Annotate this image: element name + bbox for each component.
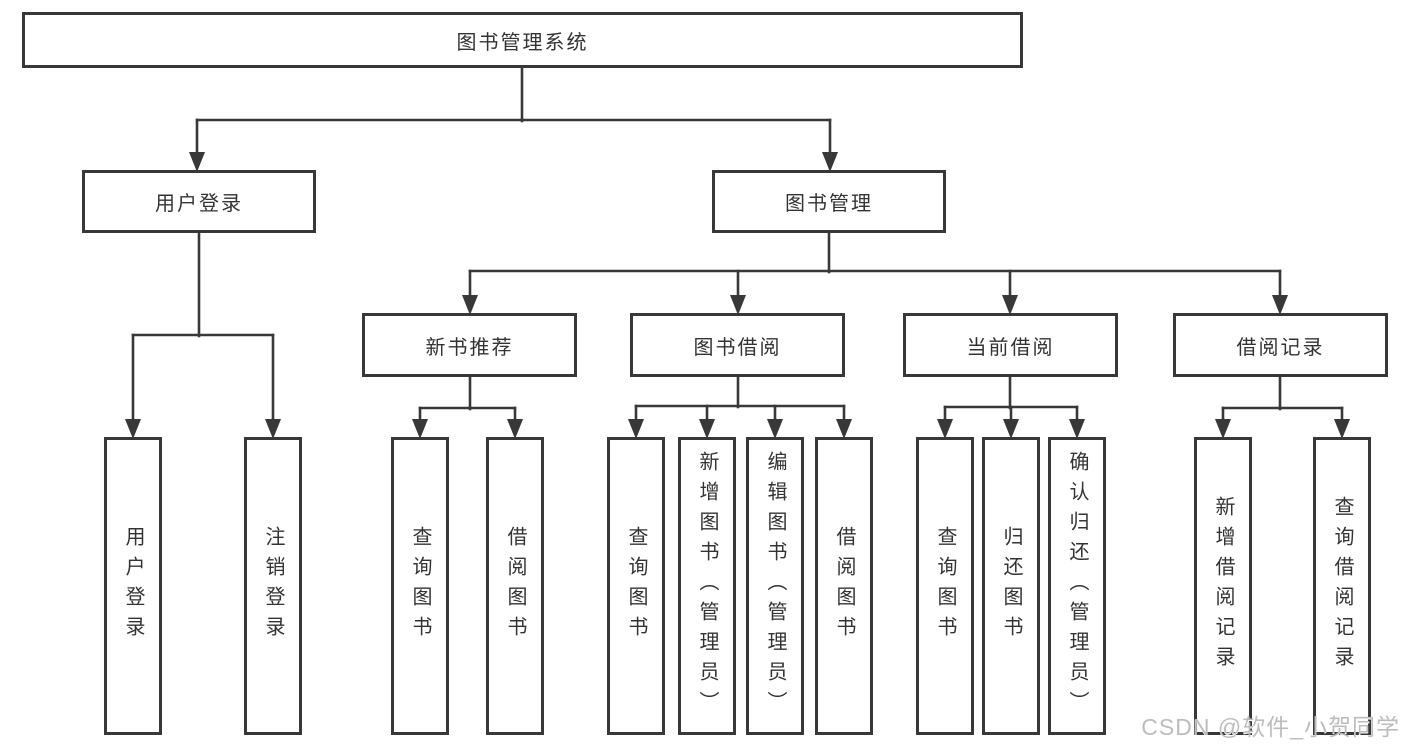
leaf-edit-book-admin: 编辑图书（管理员） bbox=[746, 437, 804, 735]
leaf-confirm-return-admin-label: 确认归还（管理员） bbox=[1066, 451, 1088, 721]
leaf-query-books-recommend: 查询图书 bbox=[391, 437, 449, 735]
leaf-query-books-current-label: 查询图书 bbox=[934, 526, 956, 646]
node-book-management: 图书管理 bbox=[712, 170, 946, 233]
node-new-book-recommendation: 新书推荐 bbox=[362, 313, 577, 377]
watermark: CSDN @软件_小贺同学 bbox=[1141, 714, 1400, 740]
node-user-login: 用户登录 bbox=[82, 170, 316, 233]
leaf-add-book-admin: 新增图书（管理员） bbox=[678, 437, 736, 735]
node-book-borrowing-label: 图书借阅 bbox=[693, 336, 782, 359]
node-current-borrowing: 当前借阅 bbox=[903, 313, 1118, 377]
leaf-logout-label: 注销登录 bbox=[262, 526, 284, 646]
leaf-borrow-books-recommend: 借阅图书 bbox=[486, 437, 544, 735]
node-library-system-label: 图书管理系统 bbox=[456, 31, 589, 54]
leaf-add-borrow-record-label: 新增借阅记录 bbox=[1212, 496, 1234, 676]
node-borrowing-records-label: 借阅记录 bbox=[1236, 336, 1325, 359]
node-new-book-recommendation-label: 新书推荐 bbox=[425, 336, 514, 359]
leaf-user-login-label: 用户登录 bbox=[122, 526, 144, 646]
leaf-borrow-books: 借阅图书 bbox=[815, 437, 873, 735]
leaf-confirm-return-admin: 确认归还（管理员） bbox=[1048, 437, 1106, 735]
leaf-return-books: 归还图书 bbox=[982, 437, 1040, 735]
leaf-user-login: 用户登录 bbox=[104, 437, 162, 735]
node-borrowing-records: 借阅记录 bbox=[1173, 313, 1388, 377]
leaf-borrow-books-label: 借阅图书 bbox=[833, 526, 855, 646]
leaf-add-book-admin-label: 新增图书（管理员） bbox=[696, 451, 718, 721]
leaf-return-books-label: 归还图书 bbox=[1000, 526, 1022, 646]
node-library-system: 图书管理系统 bbox=[22, 12, 1023, 68]
leaf-query-books-borrow-label: 查询图书 bbox=[625, 526, 647, 646]
leaf-add-borrow-record: 新增借阅记录 bbox=[1194, 437, 1252, 735]
leaf-borrow-books-recommend-label: 借阅图书 bbox=[504, 526, 526, 646]
node-user-login-label: 用户登录 bbox=[155, 193, 243, 215]
leaf-query-borrow-record: 查询借阅记录 bbox=[1313, 437, 1371, 735]
leaf-query-books-current: 查询图书 bbox=[916, 437, 974, 735]
leaf-logout: 注销登录 bbox=[244, 437, 302, 735]
node-book-borrowing: 图书借阅 bbox=[630, 313, 845, 377]
leaf-edit-book-admin-label: 编辑图书（管理员） bbox=[764, 451, 786, 721]
leaf-query-books-recommend-label: 查询图书 bbox=[409, 526, 431, 646]
leaf-query-borrow-record-label: 查询借阅记录 bbox=[1331, 496, 1353, 676]
node-current-borrowing-label: 当前借阅 bbox=[966, 336, 1055, 359]
leaf-query-books-borrow: 查询图书 bbox=[607, 437, 665, 735]
node-book-management-label: 图书管理 bbox=[785, 193, 873, 215]
